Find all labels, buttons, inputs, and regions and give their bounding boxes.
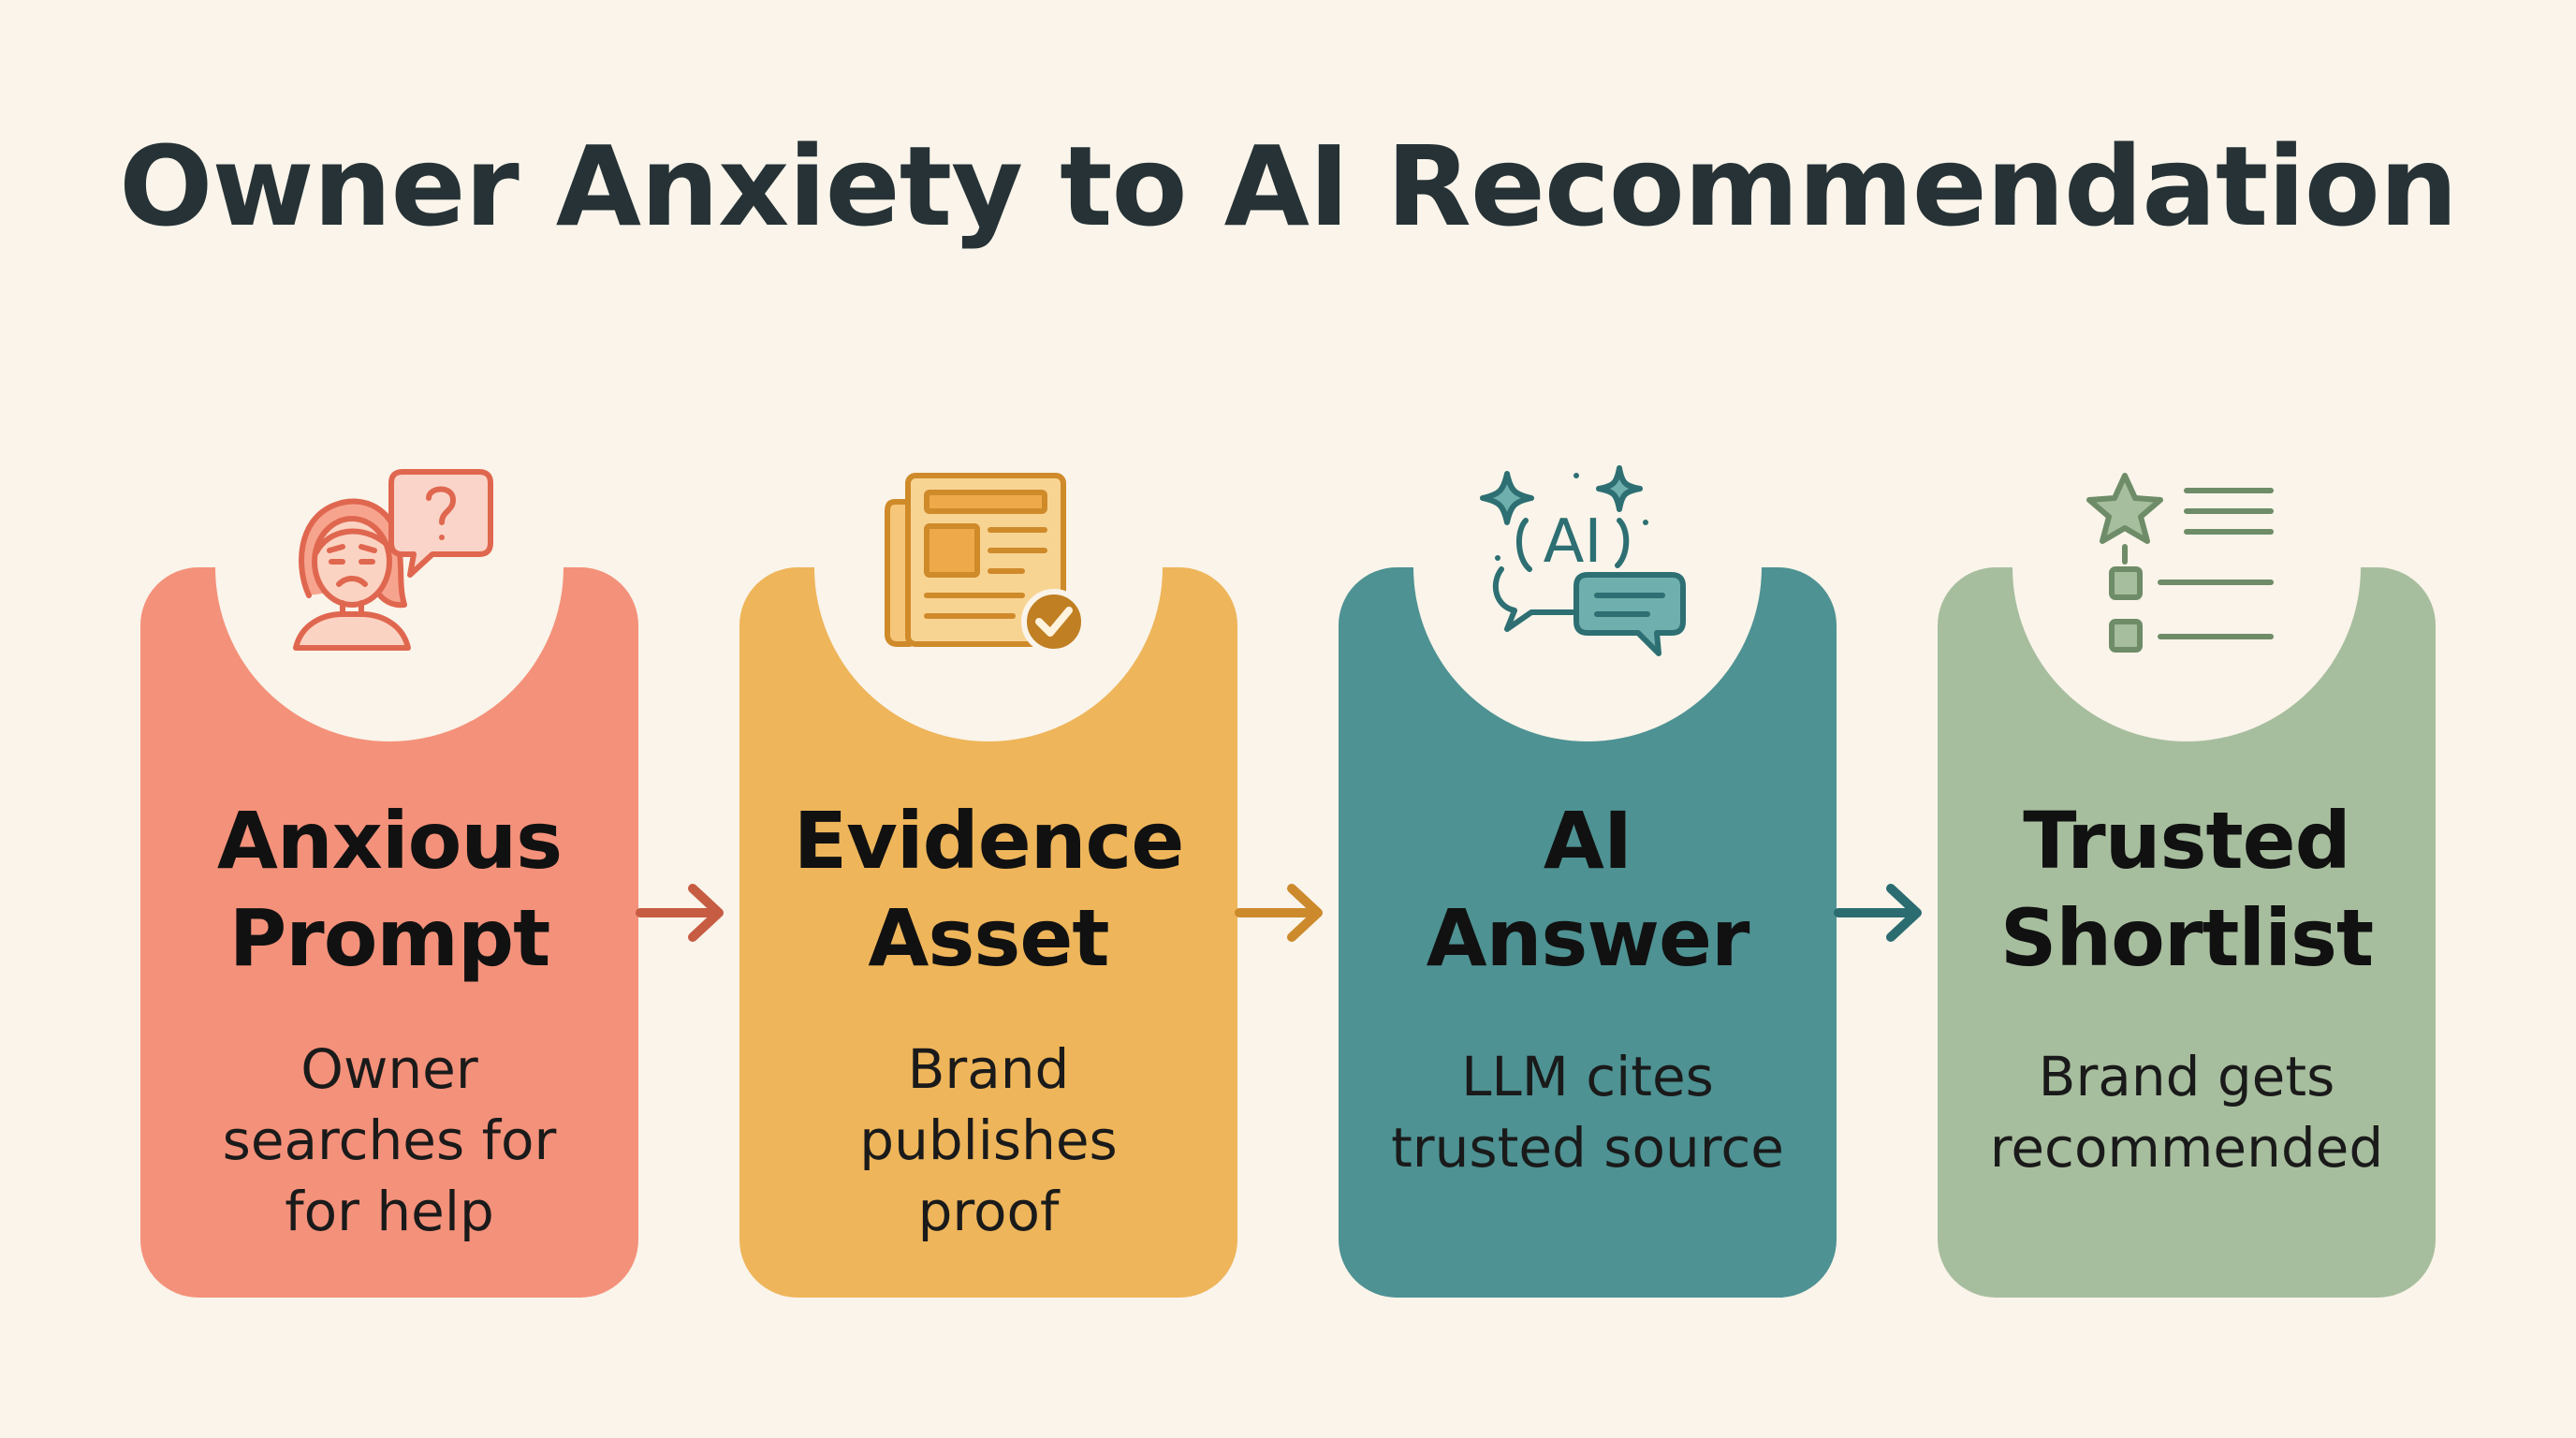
arrow-right-icon (636, 884, 724, 942)
step-description: Owner searches for for help (222, 1037, 557, 1243)
star-checklist-icon (2086, 473, 2274, 653)
card-notch (2012, 393, 2361, 741)
step-description: Brand gets recommended (1989, 1045, 2384, 1180)
step-title: Trusted Shortlist (1999, 795, 2374, 984)
page-title: Owner Anxiety to AI Recommendation (119, 122, 2458, 251)
step-card-trusted-shortlist: Trusted Shortlist Brand gets recommended (1938, 393, 2436, 1298)
arrow-right-icon (1235, 884, 1323, 942)
ai-label: AI (1544, 507, 1603, 577)
step-title: Evidence Asset (793, 795, 1185, 984)
card-notch (1413, 393, 1762, 741)
step-card-anxious-prompt: Anxious Prompt Owner searches for for he… (140, 393, 638, 1298)
step-card-evidence-asset: Evidence Asset Brand publishes proof (739, 393, 1237, 1298)
step-description: Brand publishes proof (859, 1037, 1118, 1243)
ai-chat-sparkle-icon: AI (1480, 465, 1686, 656)
document-check-icon (885, 473, 1087, 654)
step-card-ai-answer: AI AI Answer LLM cites trusted source (1339, 393, 1837, 1298)
step-title: Anxious Prompt (216, 795, 563, 984)
arrow-right-icon (1834, 884, 1922, 942)
worried-person-question-icon (293, 469, 493, 651)
step-title: AI Answer (1426, 795, 1750, 984)
step-description: LLM cites trusted source (1391, 1045, 1784, 1180)
